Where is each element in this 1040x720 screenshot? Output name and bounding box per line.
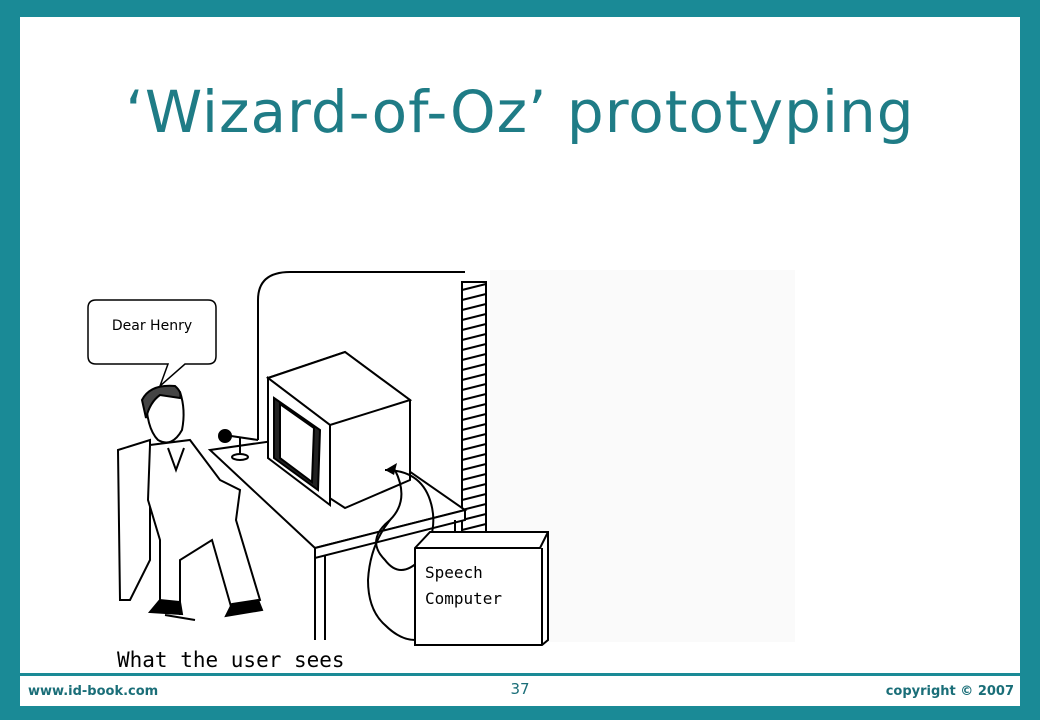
footer-bar [20,673,1020,706]
footer-website-link[interactable]: www.id-book.com [28,684,159,699]
speech-computer-label-line1: Speech [425,563,483,582]
illustration-caption: What the user sees [117,648,345,672]
cable-line [257,271,465,440]
speech-bubble [87,299,217,387]
computer-cable [375,469,435,571]
speech-bubble-text: Dear Henry [111,318,193,334]
footer-copyright: copyright © 2007 [885,684,1014,699]
floor-cable [366,519,416,641]
page-number: 37 [510,680,530,698]
slide-title: ‘Wizard-of-Oz’ prototyping [125,78,915,146]
speech-computer-label: Speech Computer [425,560,540,612]
microphone [218,429,259,461]
seated-user [116,384,264,621]
speech-computer-box [414,531,549,646]
partition-wall [461,281,487,535]
cable-arrow-icon [385,463,397,475]
monitor [265,350,413,510]
speech-computer-label-line2: Computer [425,589,503,608]
